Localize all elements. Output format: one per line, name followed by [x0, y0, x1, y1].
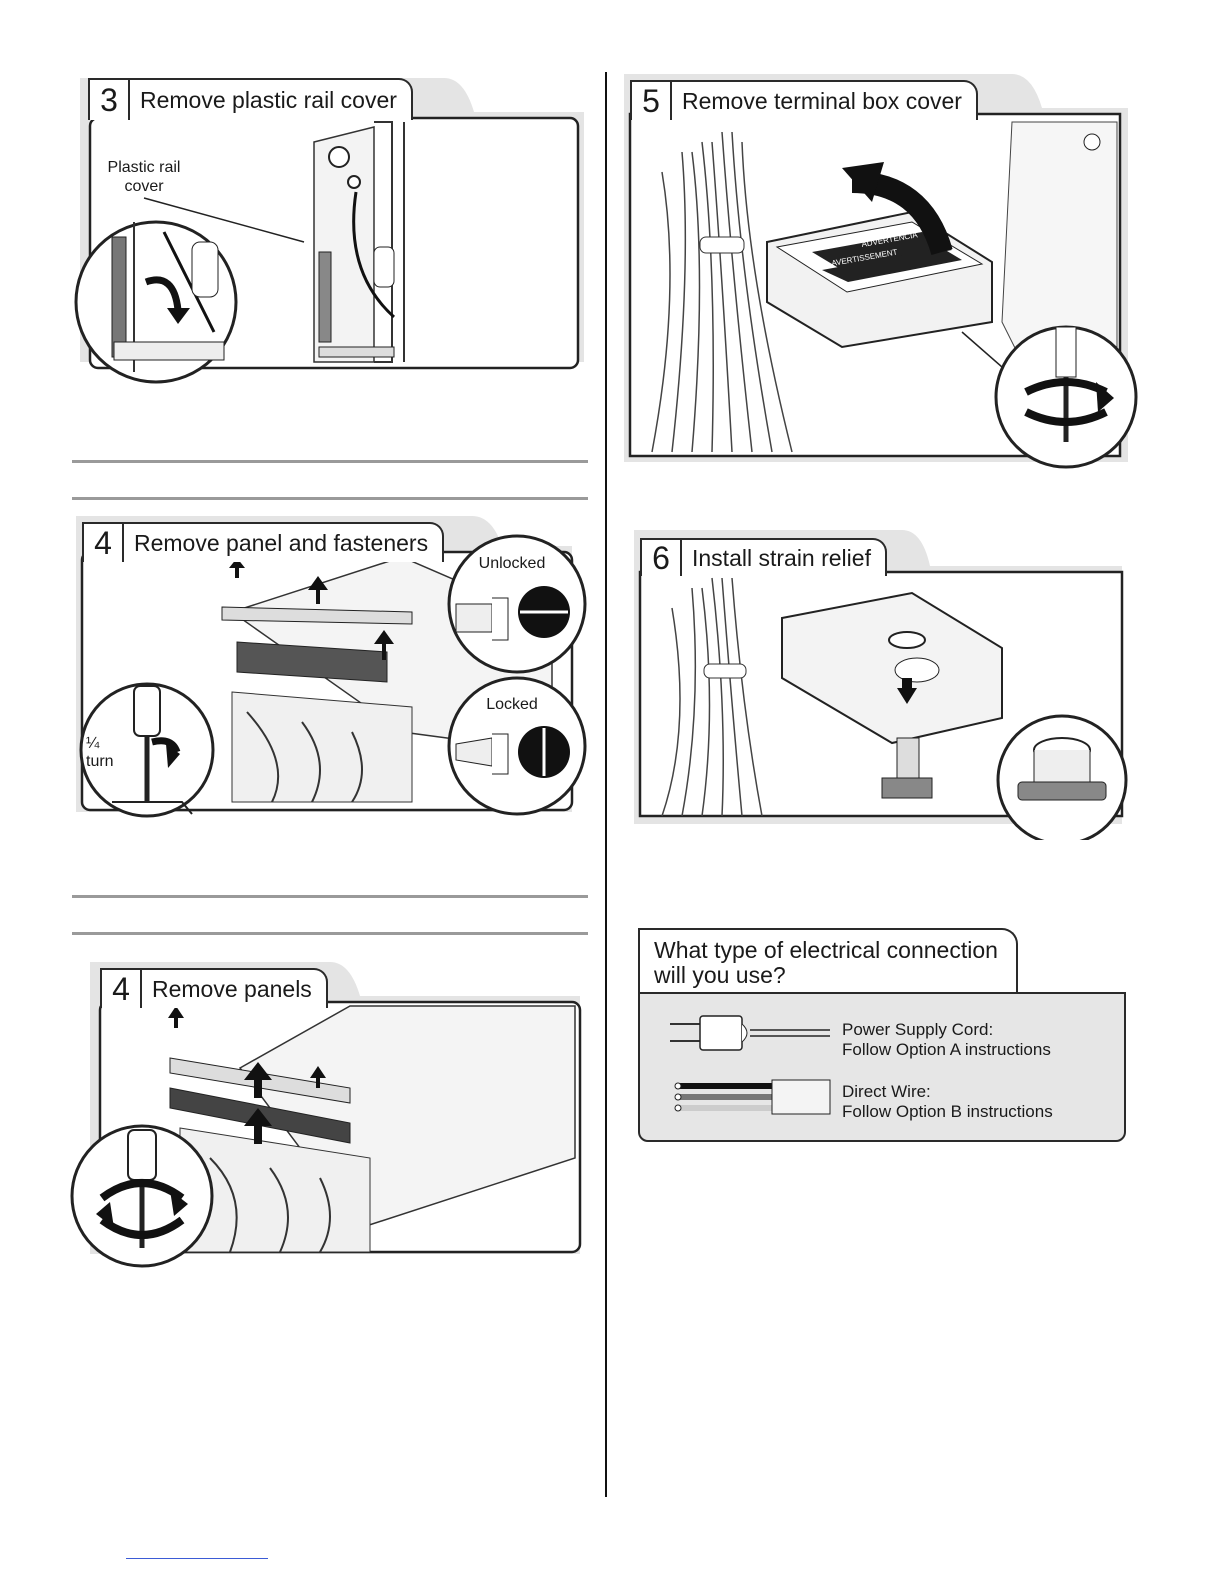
quarter-label: ¼ [86, 735, 100, 752]
step-number: 3 [90, 80, 130, 120]
section-divider [72, 895, 588, 898]
column-divider [605, 72, 607, 1497]
section-divider [72, 497, 588, 500]
step-6-panel: 6 Install strain relief [632, 528, 1137, 840]
step-3-illustration [74, 78, 584, 384]
step-6-illustration [634, 530, 1128, 840]
option-b-desc: Follow Option B instructions [842, 1102, 1053, 1121]
connection-illustration [670, 1015, 831, 1115]
step-6-header: 6 Install strain relief [640, 538, 887, 576]
step-4-fasteners-panel: 4 Remove panel and fasteners Unlocked Lo… [72, 512, 592, 820]
step-title: Remove plastic rail cover [140, 86, 397, 113]
step-4-panels-illustration [70, 962, 582, 1268]
step-title: Install strain relief [692, 544, 871, 571]
step-4-panels-header: 4 Remove panels [100, 968, 328, 1008]
plastic-rail-cover-label: Plastic rail cover [107, 159, 181, 195]
step-title: Remove panel and fasteners [134, 529, 429, 556]
option-b-title: Direct Wire: [842, 1082, 931, 1101]
power-cord-icon [670, 1015, 830, 1051]
footer-link-underline[interactable] [126, 1558, 268, 1559]
section-divider [72, 932, 588, 935]
step-title: Remove terminal box cover [682, 87, 962, 114]
step-4-fasteners-illustration [76, 516, 587, 818]
step-3-header: 3 Remove plastic rail cover [88, 78, 413, 120]
step-5-header: 5 Remove terminal box cover [630, 80, 978, 120]
step-number: 5 [632, 82, 672, 120]
step-4-fasteners-header: 4 Remove panel and fasteners [82, 522, 445, 562]
locked-label: Locked [486, 696, 538, 713]
step-3-panel: 3 Remove plastic rail cover Plastic rail… [74, 72, 594, 392]
option-a-desc: Follow Option A instructions [842, 1040, 1051, 1059]
turn-label: turn [86, 753, 114, 770]
option-a-title: Power Supply Cord: [842, 1020, 994, 1039]
step-5-illustration: AVERTISSEMENT ADVERTENCIA [624, 74, 1138, 469]
step-4-panels-panel: 4 Remove panels [70, 958, 590, 1270]
step-number: 4 [84, 524, 124, 562]
step-number: 6 [642, 540, 682, 576]
unlocked-label: Unlocked [478, 555, 546, 572]
step-5-panel: AVERTISSEMENT ADVERTENCIA 5 Remove termi… [622, 72, 1142, 472]
section-divider [72, 460, 588, 463]
step-number: 4 [102, 970, 142, 1008]
connection-question: What type of electrical connection will … [638, 928, 1018, 998]
direct-wire-icon [674, 1079, 831, 1115]
connection-options-box: Power Supply Cord: Follow Option A instr… [638, 992, 1126, 1142]
step-title: Remove panels [152, 975, 312, 1002]
